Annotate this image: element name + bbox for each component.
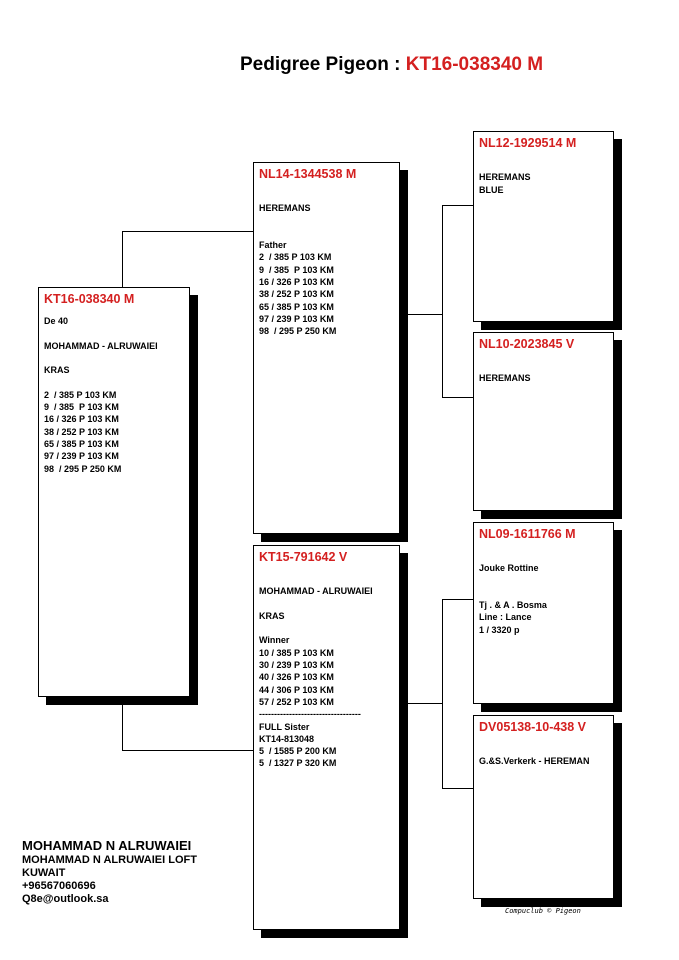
pigeon-detail-line	[44, 376, 184, 388]
connector-line	[400, 703, 442, 704]
pigeon-detail-line	[479, 587, 608, 599]
pigeon-detail-line	[44, 327, 184, 339]
owner-country: KUWAIT	[22, 867, 66, 879]
pigeon-detail-line: KT14-813048	[259, 733, 315, 744]
pigeon-detail-line: 65 / 385 P 103 KM	[44, 438, 119, 449]
connector-line	[442, 205, 474, 206]
pigeon-detail-line: HEREMANS	[259, 203, 311, 214]
ring-number: NL09-1611766 M	[479, 527, 576, 541]
pigeon-detail-line	[259, 227, 394, 239]
ring-number: NL12-1929514 M	[479, 136, 577, 150]
pigeon-detail-line: 5 / 1327 P 320 KM	[259, 758, 337, 769]
owner-info: MOHAMMAD N ALRUWAIEI MOHAMMAD N ALRUWAIE…	[22, 838, 197, 906]
pigeon-detail-line: 10 / 385 P 103 KM	[259, 647, 334, 658]
pigeon-card-dam-dam: DV05138-10-438 V G.&S.Verkerk - HEREMAN	[473, 715, 614, 899]
connector-line	[442, 599, 474, 600]
pigeon-detail-line: Line : Lance	[479, 612, 532, 623]
pigeon-detail-line	[259, 215, 394, 227]
pigeon-detail-line: KRAS	[259, 610, 285, 621]
pigeon-detail-line: 9 / 385 P 103 KM	[44, 402, 119, 413]
ring-number: KT15-791642 V	[259, 550, 348, 564]
pigeon-detail-line: G.&S.Verkerk - HEREMAN	[479, 756, 590, 767]
pigeon-detail-line	[479, 575, 608, 587]
pigeon-detail-line: 65 / 385 P 103 KM	[259, 301, 334, 312]
pigeon-detail-line: 97 / 239 P 103 KM	[259, 313, 334, 324]
pigeon-card-sire-dam: NL10-2023845 V HEREMANS	[473, 332, 614, 511]
pigeon-detail-line: Tj . & A . Bosma	[479, 600, 547, 611]
pigeon-card-subject: KT16-038340 M De 40 MOHAMMAD - ALRUWAIEI KR…	[38, 287, 190, 697]
ring-number: NL10-2023845 V	[479, 337, 575, 351]
pigeon-detail-line: Jouke Rottine	[479, 563, 539, 574]
pigeon-detail-line	[259, 598, 394, 610]
pigeon-detail-line	[479, 743, 608, 755]
connector-line	[122, 231, 123, 287]
pigeon-detail-line: 2 / 385 P 103 KM	[259, 252, 332, 263]
connector-line	[442, 788, 474, 789]
pigeon-detail-line: MOHAMMAD - ALRUWAIEI	[44, 340, 158, 351]
owner-phone: +96567060696	[22, 880, 96, 892]
pigeon-detail-line	[479, 159, 608, 171]
pigeon-detail-line: 9 / 385 P 103 KM	[259, 264, 334, 275]
page-title: Pedigree Pigeon : KT16-038340 M	[240, 54, 543, 76]
pigeon-detail-line: 5 / 1585 P 200 KM	[259, 746, 337, 757]
pigeon-detail-line: 2 / 385 P 103 KM	[44, 389, 117, 400]
pigeon-detail-line: Winner	[259, 635, 290, 646]
pigeon-detail-line: 1 / 3320 p	[479, 624, 520, 635]
pigeon-detail-line: KRAS	[44, 365, 70, 376]
connector-line	[442, 397, 474, 398]
pigeon-detail-line: Father	[259, 240, 287, 251]
loft-name: MOHAMMAD N ALRUWAIEI LOFT	[22, 854, 197, 866]
pigeon-detail-line: 30 / 239 P 103 KM	[259, 660, 334, 671]
pigeon-detail-line: BLUE	[479, 184, 504, 195]
pigeon-detail-line	[479, 550, 608, 562]
connector-line	[122, 750, 254, 751]
pigeon-card-dam: KT15-791642 V MOHAMMAD - ALRUWAIEI KRAS Win…	[253, 545, 400, 930]
ring-number: KT16-038340 M	[44, 292, 135, 306]
pigeon-detail-line: 38 / 252 P 103 KM	[259, 289, 334, 300]
pigeon-details: G.&S.Verkerk - HEREMAN	[479, 743, 608, 768]
connector-line	[122, 231, 254, 232]
pigeon-details: HEREMANS	[479, 360, 608, 385]
connector-line	[442, 599, 443, 789]
software-credit: Compuclub © Pigeon	[505, 907, 581, 915]
pigeon-detail-line: 38 / 252 P 103 KM	[44, 426, 119, 437]
title-prefix: Pedigree Pigeon :	[240, 54, 406, 75]
pigeon-detail-line	[259, 190, 394, 202]
pigeon-detail-line	[44, 352, 184, 364]
pigeon-detail-line	[479, 360, 608, 372]
connector-line	[442, 205, 443, 398]
pigeon-detail-line	[259, 573, 394, 585]
pigeon-card-dam-sire: NL09-1611766 M Jouke Rottine Tj . & A . Bo…	[473, 522, 614, 704]
pigeon-detail-line: ----------------------------------	[259, 709, 361, 720]
pigeon-details: De 40 MOHAMMAD - ALRUWAIEI KRAS 2 / 385 P 1…	[44, 315, 184, 475]
pigeon-detail-line: MOHAMMAD - ALRUWAIEI	[259, 586, 373, 597]
pigeon-detail-line: 97 / 239 P 103 KM	[44, 451, 119, 462]
ring-number: NL14-1344538 M	[259, 167, 357, 181]
owner-name: MOHAMMAD N ALRUWAIEI	[22, 838, 192, 853]
pigeon-detail-line: 98 / 295 P 250 KM	[44, 463, 122, 474]
pigeon-detail-line: De 40	[44, 316, 69, 326]
pigeon-detail-line: 16 / 326 P 103 KM	[44, 414, 119, 425]
owner-email: Q8e@outlook.sa	[22, 893, 109, 905]
connector-line	[122, 697, 123, 751]
connector-line	[400, 314, 442, 315]
ring-number: DV05138-10-438 V	[479, 720, 587, 734]
pigeon-detail-line: HEREMANS	[479, 373, 531, 384]
title-ring-number: KT16-038340 M	[405, 54, 544, 75]
pigeon-detail-line: FULL Sister	[259, 721, 310, 732]
pigeon-detail-line: 40 / 326 P 103 KM	[259, 672, 334, 683]
pigeon-detail-line: 16 / 326 P 103 KM	[259, 277, 334, 288]
pigeon-detail-line: 98 / 295 P 250 KM	[259, 326, 337, 337]
pigeon-detail-line: HEREMANS	[479, 172, 531, 183]
pigeon-detail-line	[259, 622, 394, 634]
pigeon-detail-line: 44 / 306 P 103 KM	[259, 684, 334, 695]
pigeon-detail-line: 57 / 252 P 103 KM	[259, 696, 334, 707]
